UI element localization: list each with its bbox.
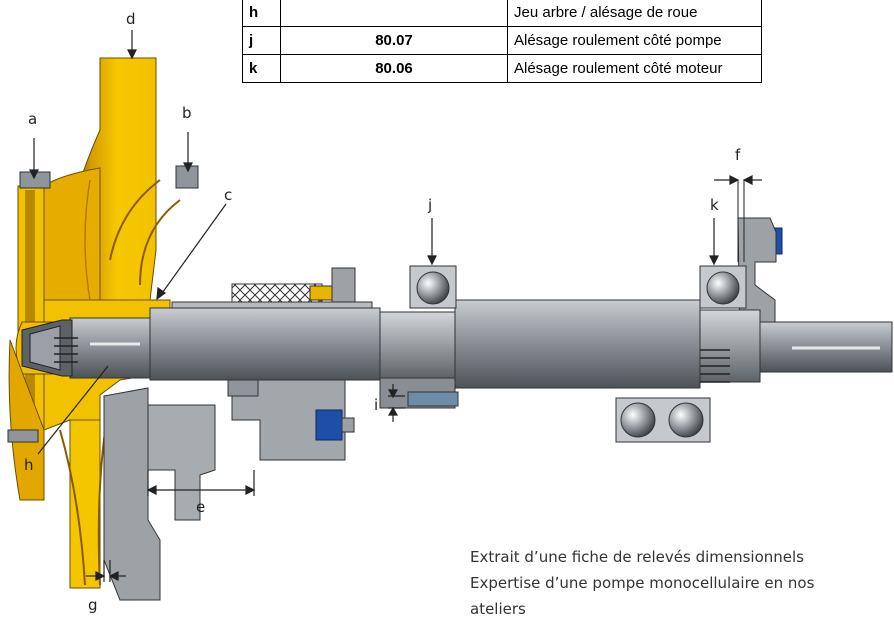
- table-row: k 80.06 Alésage roulement côté moteur: [242, 54, 762, 83]
- label-f: f: [735, 146, 741, 164]
- label-g: g: [88, 596, 98, 613]
- table-row: h Jeu arbre / alésage de roue: [242, 0, 762, 27]
- dimension-table: h Jeu arbre / alésage de roue j 80.07 Al…: [242, 0, 762, 83]
- row-description: Alésage roulement côté moteur: [507, 54, 762, 83]
- row-description: Alésage roulement côté pompe: [507, 26, 762, 55]
- label-a: a: [28, 110, 37, 128]
- label-c: c: [224, 186, 232, 204]
- bearing-pump-side: [409, 265, 457, 309]
- dimension-annotations: [29, 30, 762, 582]
- label-b: b: [182, 104, 192, 122]
- caption-line: Extrait d’une fiche de relevés dimension…: [470, 548, 804, 566]
- table-row: j 80.07 Alésage roulement côté pompe: [242, 26, 762, 55]
- shaft: [21, 299, 893, 409]
- row-value: 80.07: [280, 26, 508, 55]
- label-i: i: [374, 396, 378, 414]
- bearing-motor-side-upper: [699, 265, 747, 309]
- label-d: d: [126, 10, 136, 28]
- row-letter: h: [242, 0, 281, 27]
- label-k: k: [710, 196, 719, 214]
- label-j: j: [427, 196, 432, 214]
- bearing-motor-side-lower: [615, 397, 711, 443]
- label-h: h: [24, 456, 34, 474]
- label-e: e: [196, 498, 205, 516]
- caption-line: Expertise d’une pompe monocellulaire en …: [470, 574, 815, 592]
- row-letter: k: [242, 54, 281, 83]
- caption: Extrait d’une fiche de relevés dimension…: [470, 544, 890, 622]
- row-value: 80.06: [280, 54, 508, 83]
- row-value: [280, 0, 508, 27]
- row-description: Jeu arbre / alésage de roue: [507, 0, 762, 27]
- caption-line: ateliers: [470, 600, 526, 618]
